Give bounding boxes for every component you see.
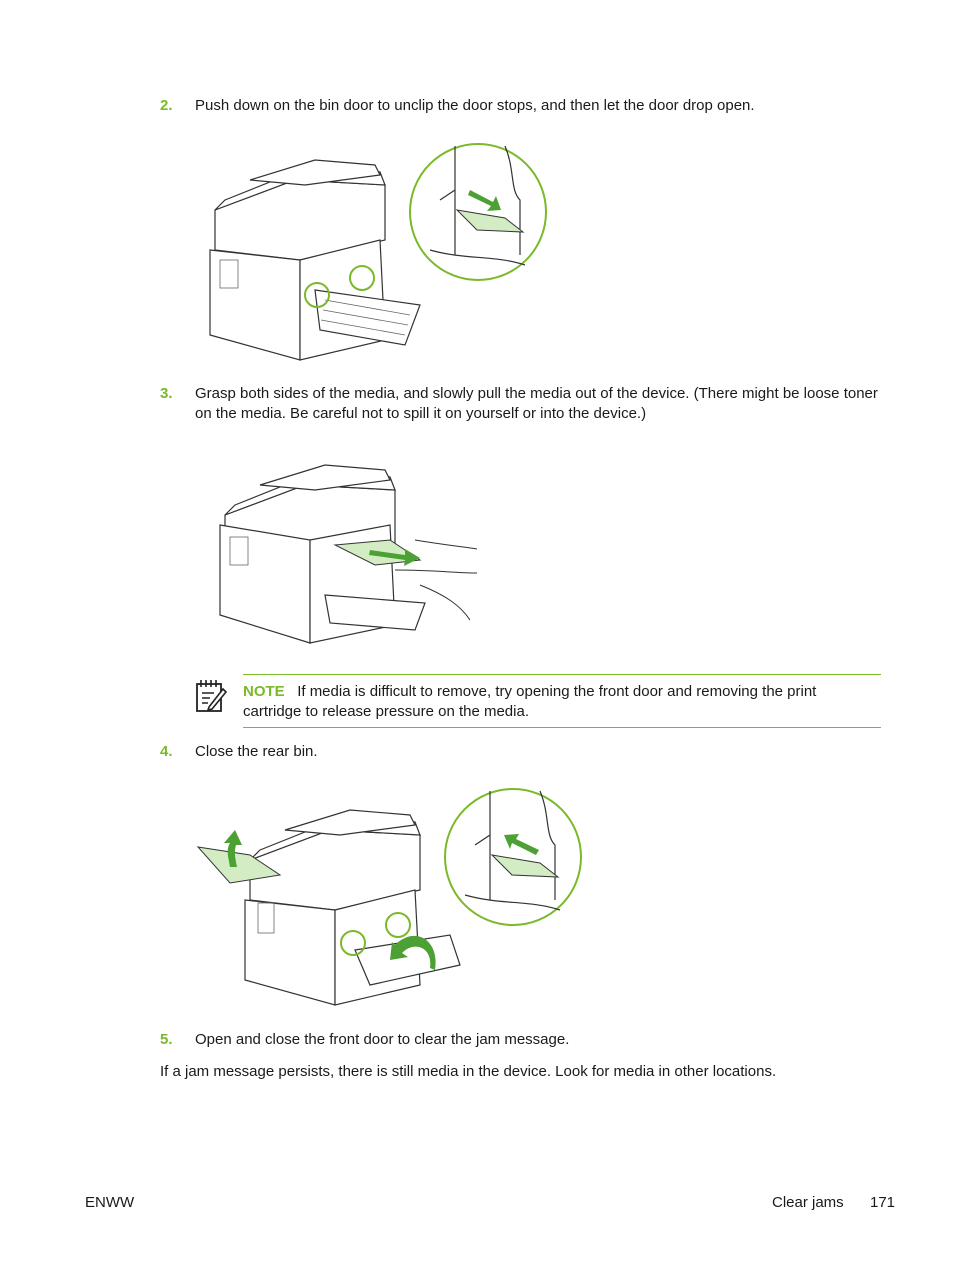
step-text: Push down on the bin door to unclip the … [195, 97, 755, 114]
note-box: NOTE If media is difficult to remove, tr… [243, 674, 881, 728]
step-number: 4. [160, 743, 173, 760]
note-text: If media is difficult to remove, try ope… [243, 683, 817, 720]
step-text: Grasp both sides of the media, and slowl… [195, 385, 878, 422]
note-label: NOTE [243, 683, 285, 700]
figure-pull-media [219, 464, 478, 644]
closing-paragraph: If a jam message persists, there is stil… [160, 1063, 777, 1080]
figure-open-bin-door [209, 143, 547, 361]
note-icon [196, 680, 227, 712]
footer-left: ENWW [85, 1194, 135, 1211]
footer-section: Clear jams [772, 1194, 844, 1211]
note-body: NOTE If media is difficult to remove, tr… [243, 682, 873, 722]
step-text: Open and close the front door to clear t… [195, 1031, 570, 1048]
step-number: 5. [160, 1031, 173, 1048]
page-number: 171 [870, 1194, 896, 1211]
step-number: 2. [160, 97, 173, 114]
step-text: Close the rear bin. [195, 743, 318, 760]
step-number: 3. [160, 385, 173, 402]
figure-close-rear-bin [196, 788, 582, 1006]
